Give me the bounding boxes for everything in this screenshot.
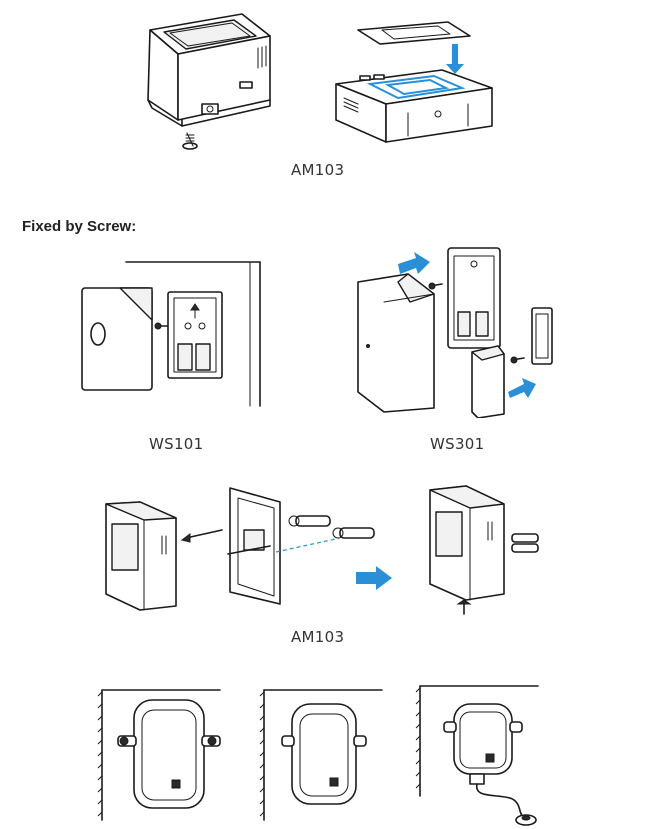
section-heading: Fixed by Screw: [22,218,137,235]
am103-adhesive-figure [330,18,500,148]
caption-ws101: WS101 [149,435,204,453]
caption-am103-mid: AM103 [291,628,345,646]
caption-ws301: WS301 [430,435,485,453]
ws101-figure [76,258,266,408]
sensor-wall-mount-2 [258,686,388,826]
am103-device-figure [130,8,280,158]
sensor-wall-mount-1 [96,686,226,826]
caption-am103-top: AM103 [291,161,345,179]
sensor-wall-mount-3 [414,682,544,828]
am103-screw-mount-figure [100,482,550,622]
ws301-figure [352,242,562,418]
